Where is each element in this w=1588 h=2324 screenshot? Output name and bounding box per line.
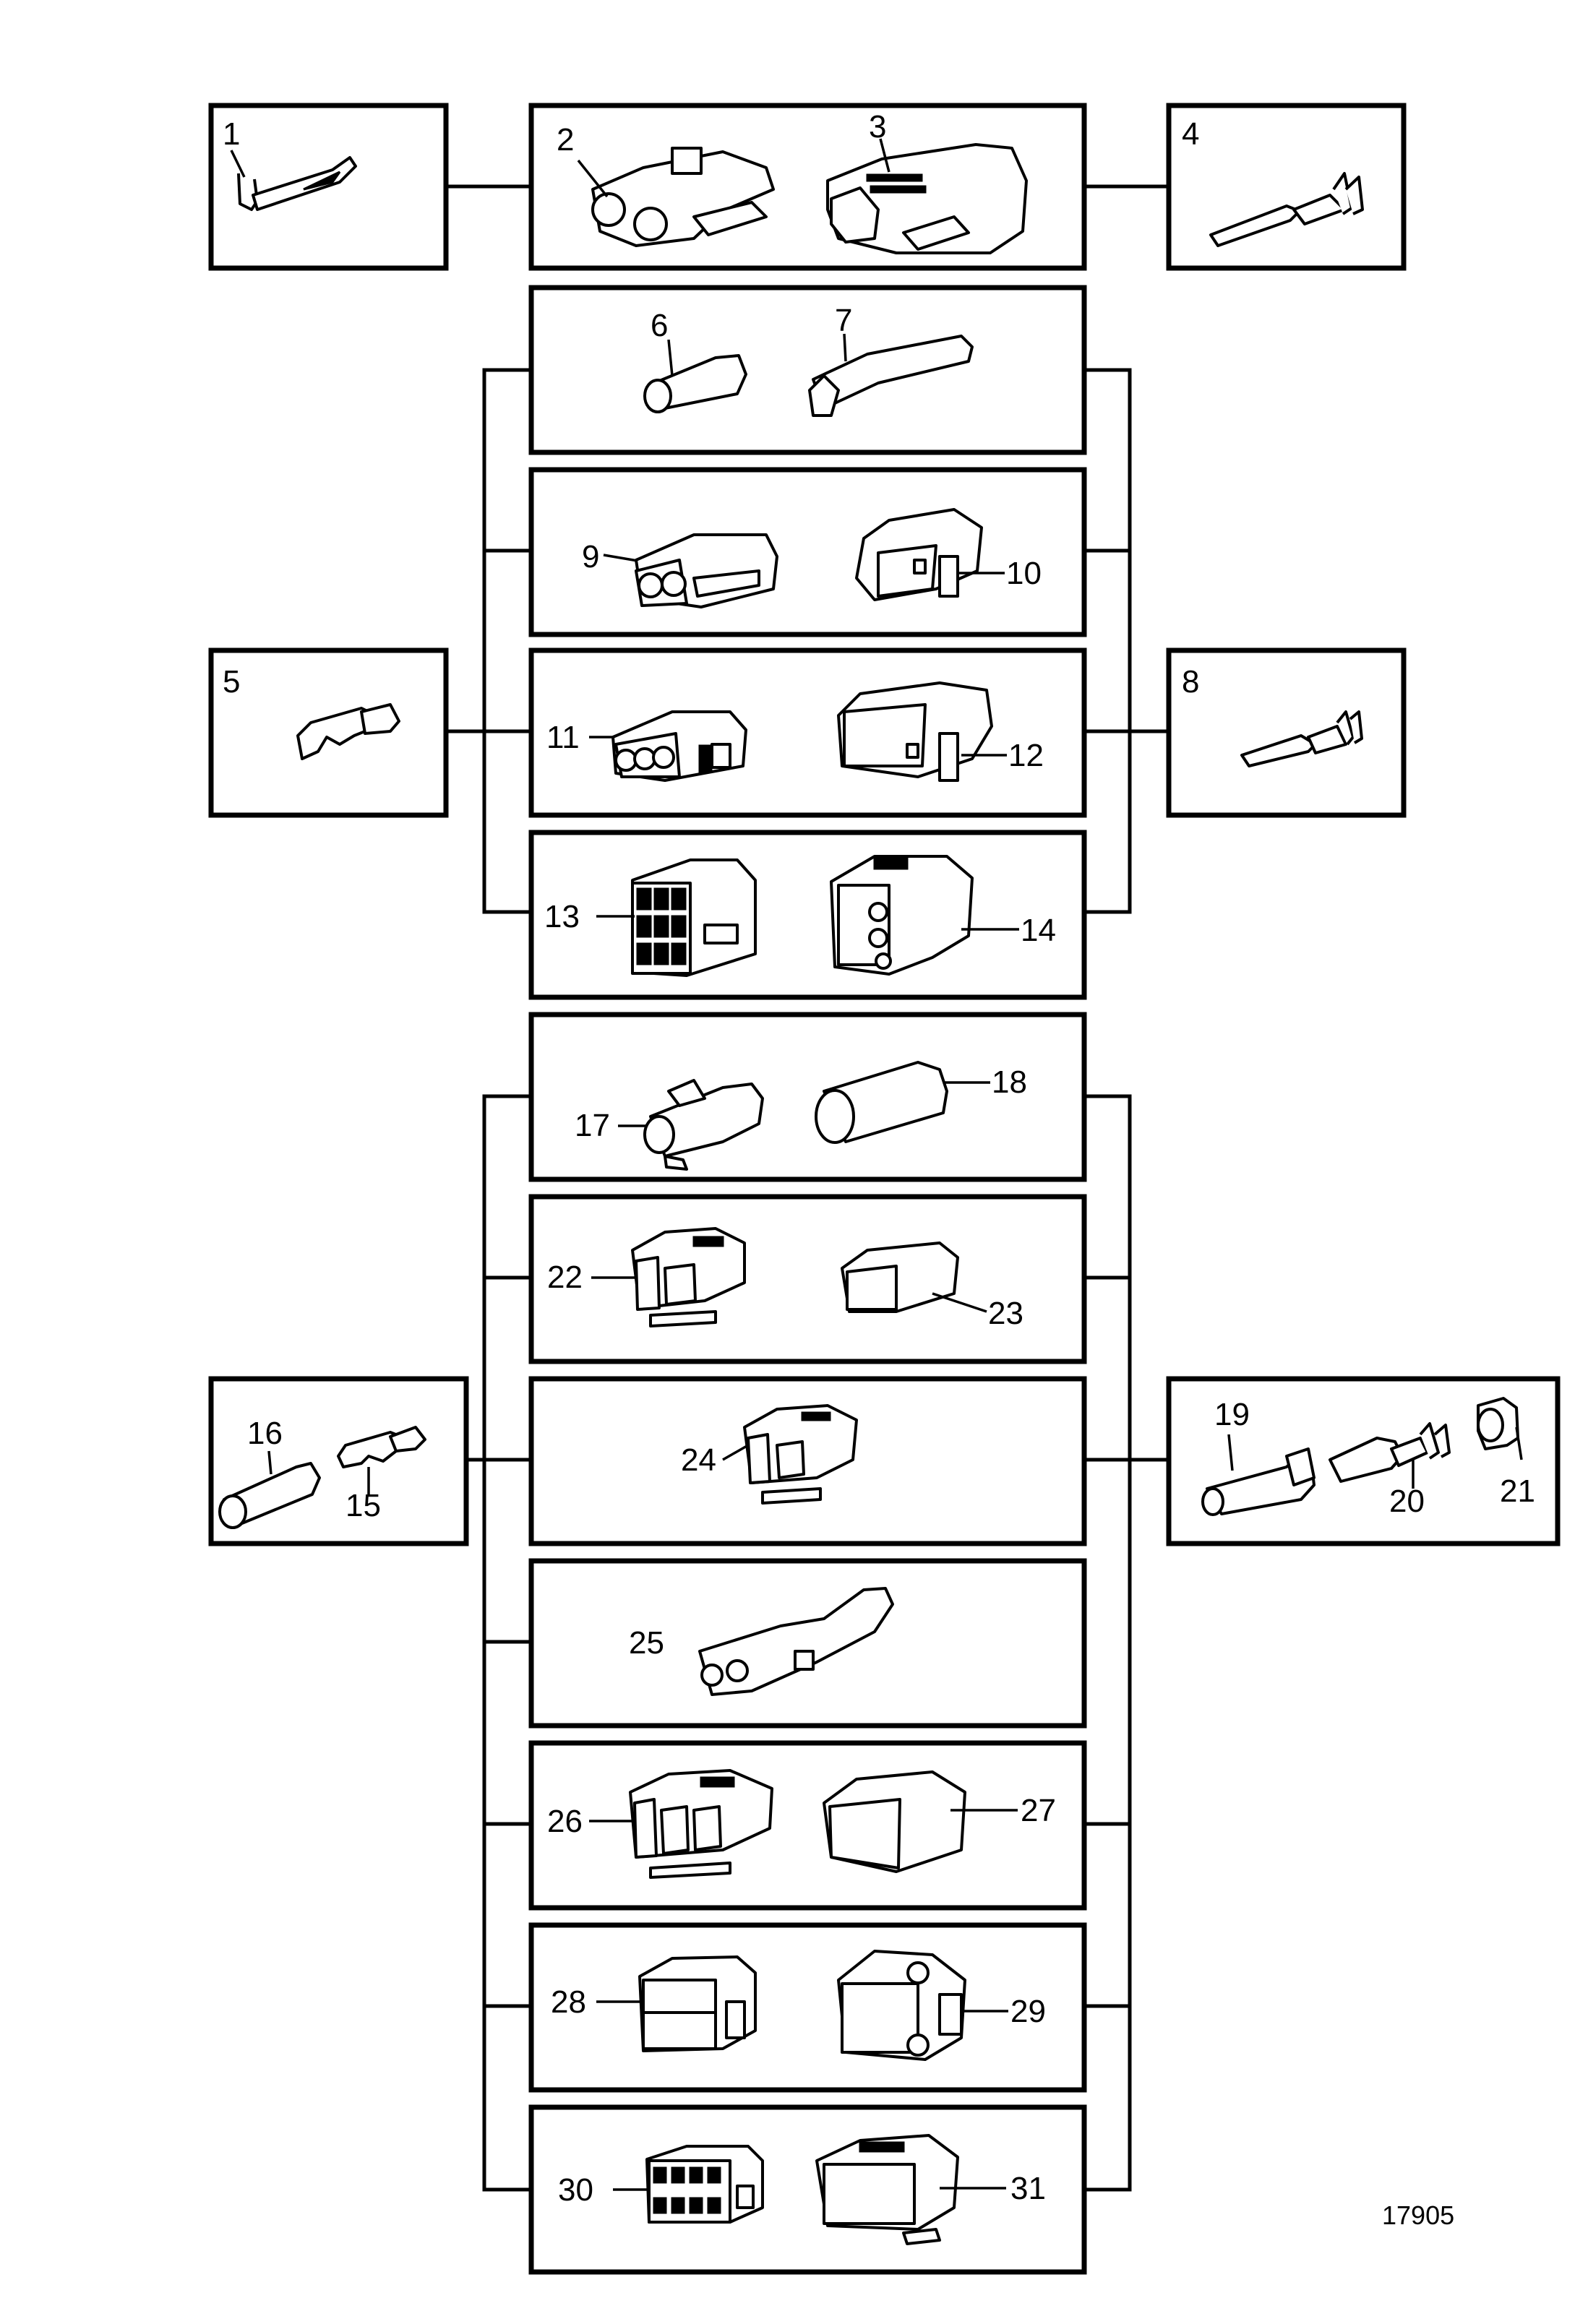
label-1: 1: [223, 116, 240, 152]
terminal-pin-icon-17: [618, 1079, 764, 1171]
box-part-1: [208, 103, 449, 271]
connector-housing-icon-12: [837, 681, 1007, 782]
label-20: 20: [1389, 1484, 1425, 1519]
terminal-pin-icon-4: [1209, 172, 1364, 247]
label-22: 22: [547, 1260, 583, 1295]
connector-housing-icon-2: [577, 147, 775, 247]
connector-housing-icon-28: [596, 1955, 757, 2052]
connector-housing-icon-9: [603, 533, 778, 608]
reference-number: 17905: [1382, 2200, 1454, 2230]
terminal-pin-icon-20: [1329, 1422, 1451, 1489]
seal-icon-6: [643, 339, 747, 413]
terminal-pin-icon-8: [1240, 710, 1363, 767]
label-10: 10: [1006, 556, 1042, 591]
terminal-pin-icon-5: [296, 703, 400, 760]
label-28: 28: [551, 1984, 586, 2020]
box-part-25: [528, 1558, 1087, 1729]
terminal-pin-icon-7: [808, 333, 974, 417]
box-part-5: [208, 647, 449, 818]
connector-housing-icon-3: [826, 138, 1028, 254]
label-6: 6: [651, 308, 668, 343]
connector-housing-icon-26: [589, 1769, 773, 1879]
label-3: 3: [869, 109, 886, 145]
label-27: 27: [1021, 1793, 1056, 1828]
label-13: 13: [544, 899, 580, 934]
box-parts-17-18: [528, 1012, 1087, 1182]
label-5: 5: [223, 664, 240, 700]
label-23: 23: [988, 1296, 1023, 1331]
terminal-pin-icon-1: [230, 150, 357, 211]
label-8: 8: [1182, 664, 1199, 700]
connection-lines: [446, 184, 1169, 2192]
seal-icon-21: [1477, 1397, 1523, 1460]
connector-housing-icon-31: [815, 2134, 1006, 2245]
label-14: 14: [1021, 913, 1056, 948]
label-17: 17: [575, 1108, 610, 1143]
label-16: 16: [247, 1416, 283, 1451]
connector-housing-icon-27: [823, 1770, 1018, 1873]
terminal-pin-icon-15: [337, 1426, 426, 1494]
box-parts-19-21: [1166, 1376, 1561, 1546]
label-18: 18: [992, 1064, 1027, 1100]
box-parts-11-12: [528, 647, 1087, 818]
connector-housing-icon-13: [596, 858, 757, 977]
box-parts-28-29: [528, 1922, 1087, 2093]
box-parts-2-3: [528, 103, 1087, 271]
label-15: 15: [346, 1488, 381, 1523]
connector-housing-icon-22: [591, 1227, 746, 1327]
box-part-24: [528, 1376, 1087, 1546]
label-4: 4: [1182, 116, 1199, 152]
label-25: 25: [629, 1625, 664, 1661]
seal-icon-16: [218, 1450, 321, 1529]
part-labels: 1 2 3 4 5 6 7 8 9 10 11 12 13 14 15 16 1…: [223, 109, 1535, 2230]
box-parts-9-10: [528, 467, 1087, 637]
label-30: 30: [558, 2172, 593, 2208]
label-9: 9: [582, 539, 599, 574]
connector-housing-icon-24: [722, 1404, 858, 1505]
box-parts-26-27: [528, 1740, 1087, 1911]
seal-icon-19: [1201, 1434, 1316, 1516]
connector-housing-icon-11: [589, 710, 747, 782]
label-31: 31: [1010, 2171, 1046, 2206]
connector-housing-icon-14: [830, 855, 1019, 976]
label-12: 12: [1008, 738, 1044, 773]
connector-housing-icon-23: [841, 1241, 987, 1313]
box-parts-6-7: [528, 285, 1087, 455]
label-19: 19: [1214, 1397, 1250, 1432]
label-29: 29: [1010, 1994, 1046, 2029]
box-part-4: [1166, 103, 1407, 271]
label-7: 7: [835, 303, 852, 338]
label-2: 2: [557, 122, 574, 158]
box-part-8: [1166, 647, 1407, 818]
connector-housing-icon-10: [855, 508, 1005, 601]
label-21: 21: [1500, 1473, 1535, 1509]
connector-housing-icon-29: [837, 1950, 1008, 2061]
box-parts-15-16: [208, 1376, 469, 1546]
seal-icon-18: [815, 1061, 990, 1144]
box-parts-13-14: [528, 830, 1087, 1000]
label-26: 26: [547, 1804, 583, 1839]
label-11: 11: [546, 720, 580, 755]
label-24: 24: [681, 1442, 716, 1478]
box-parts-22-23: [528, 1194, 1087, 1364]
connector-housing-icon-30: [613, 2145, 764, 2224]
box-parts-30-31: [528, 2104, 1087, 2275]
connector-housing-icon-25: [698, 1587, 894, 1696]
